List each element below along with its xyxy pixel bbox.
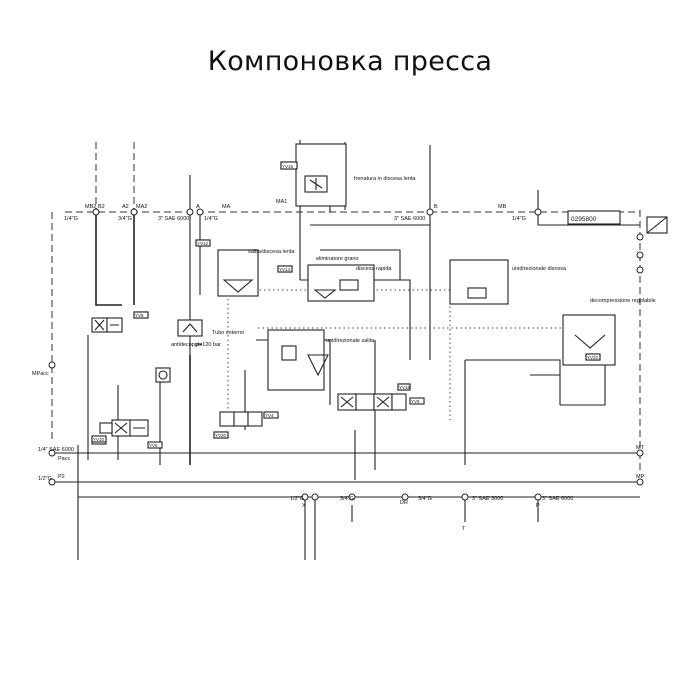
component-tags: YV10 YV8 YV12 YV14 YV15 YV16 YV20 YV22 Y… bbox=[91, 161, 601, 449]
port-markers bbox=[48, 208, 644, 501]
label-frenatura: frenatura in discesa lenta bbox=[354, 176, 416, 182]
pipe-size: 1/4"G bbox=[204, 216, 218, 222]
component-tag: YV16 bbox=[399, 385, 411, 390]
port-ma1: MA1 bbox=[276, 199, 287, 205]
port-labels: MB2 B2 A2 MA2 A MA MA1 B MB MT MP P2 Pac… bbox=[32, 199, 645, 532]
component-tag: YV12 bbox=[197, 241, 209, 246]
valve-block-discesa-rapida: eliminatore grano discesa rapida bbox=[307, 256, 392, 302]
port-a2: A2 bbox=[122, 204, 129, 210]
component-tag: YV22 bbox=[587, 355, 599, 360]
label-pressure: p=120 bar bbox=[196, 342, 221, 348]
port-mpacc: MPacc bbox=[32, 371, 49, 377]
port-x: X bbox=[302, 503, 306, 509]
pipe-size: 1/2"G bbox=[38, 476, 52, 482]
port-mb2: MB2 bbox=[85, 204, 96, 210]
label-salita-discesa: salita/discesa lenta bbox=[248, 249, 295, 255]
port-b2: B2 bbox=[98, 204, 105, 210]
port-a: A bbox=[196, 204, 200, 210]
check-valve-accumulator bbox=[155, 367, 171, 383]
label-decompressione: decompressione regolabile bbox=[590, 298, 656, 304]
valve-block-frenatura: frenatura in discesa lenta bbox=[280, 143, 416, 207]
label-unidirezionale-salita: unidirezionale salita bbox=[326, 338, 375, 344]
page-title: Компоновка пресса bbox=[207, 46, 493, 77]
component-tag: YV15 bbox=[282, 164, 294, 169]
directional-valve-mid bbox=[213, 411, 263, 439]
component-tag: YV4 bbox=[265, 413, 274, 418]
port-mt: MT bbox=[636, 445, 645, 451]
pipe-size: 1/4"G bbox=[64, 216, 78, 222]
pipe-size: 3/4"G bbox=[340, 496, 354, 502]
pipe-size-labels: 1/4"G 3/4"G 3" SAE 6000 1/4"G 3" SAE 600… bbox=[38, 216, 573, 502]
pipe-size: 1/2"G bbox=[290, 496, 304, 502]
valve-block-unidirezionale-salita: unidirezionale salita bbox=[267, 329, 375, 391]
port-dr: DR bbox=[400, 500, 408, 506]
port-p: P bbox=[536, 503, 540, 509]
component-tag: YV14 bbox=[279, 267, 291, 272]
port-ma: MA bbox=[222, 204, 231, 210]
port-b: B bbox=[434, 204, 438, 210]
component-tag: YV8 bbox=[135, 313, 144, 318]
port-pacc: Pacc bbox=[58, 456, 70, 462]
pipe-size: 3/4"G bbox=[118, 216, 132, 222]
component-tag: YV6 bbox=[149, 443, 158, 448]
valve-antidecoppio: antidecopple p=120 bar Tubo esterno bbox=[171, 319, 244, 348]
valve-block-unidirezionale-discesa: unidirezionale discesa bbox=[449, 259, 567, 305]
valve-block-decompressione: decompressione regolabile bbox=[562, 298, 656, 366]
port-ma2: MA2 bbox=[136, 204, 147, 210]
pipe-size: 1/4" SAE 6000 bbox=[38, 447, 74, 453]
directional-valve-centre bbox=[337, 383, 411, 411]
pipe-size: 3/4"G bbox=[418, 496, 432, 502]
pipe-size: 3" SAE 6000 bbox=[394, 216, 425, 222]
port-mb: MB bbox=[498, 204, 507, 210]
label-antidecoppio: antidecopple bbox=[171, 342, 202, 348]
directional-valve-left-lower bbox=[91, 419, 149, 445]
component-tag: YV10 bbox=[93, 437, 105, 442]
filter-block bbox=[646, 216, 668, 234]
label-unidirezionale-discesa: unidirezionale discesa bbox=[512, 266, 567, 272]
port-p2: P2 bbox=[58, 474, 65, 480]
label-discesa-rapida: discesa rapida bbox=[356, 266, 392, 272]
pipe-size: 3" SAE 6000 bbox=[542, 496, 573, 502]
hydraulic-schematic: 0295800 frenatura in discesa lenta salit… bbox=[32, 140, 668, 560]
pipe-size: 1/4"G bbox=[512, 216, 526, 222]
component-tag: YV9 bbox=[411, 399, 420, 404]
component-tag: YV20 bbox=[215, 433, 227, 438]
label-tubo-esterno: Tubo esterno bbox=[212, 330, 244, 336]
pipe-size: 3" SAE 6000 bbox=[158, 216, 189, 222]
port-mp: MP bbox=[636, 474, 645, 480]
pipe-size: 3" SAE 3000 bbox=[472, 496, 503, 502]
port-t: T bbox=[462, 526, 466, 532]
drawing-number: 0295800 bbox=[567, 210, 621, 225]
drawing-number-text: 0295800 bbox=[571, 216, 597, 223]
label-eliminatore: eliminatore grano bbox=[316, 256, 359, 262]
